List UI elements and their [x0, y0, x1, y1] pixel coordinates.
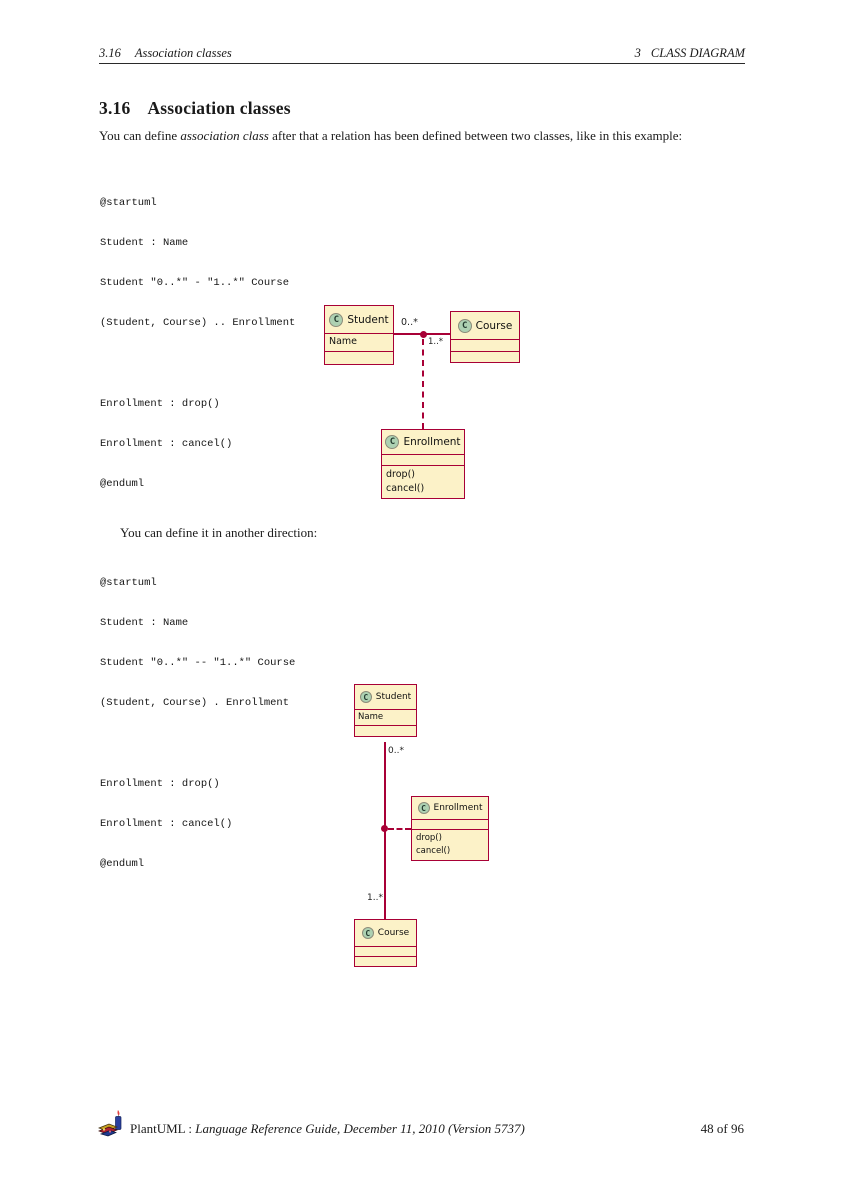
methods-compartment: drop() cancel(): [412, 829, 488, 860]
class-name: Enrollment: [403, 436, 461, 448]
uml-class-title: C Course: [355, 920, 416, 946]
class-stereotype-icon: C: [457, 318, 472, 333]
code-line: Enrollment : drop(): [100, 397, 220, 410]
association-class-dashed-link: [388, 828, 411, 830]
header-right: 3 CLASS DIAGRAM: [635, 46, 745, 61]
page-header: 3.16 Association classes 3 CLASS DIAGRAM: [99, 46, 745, 64]
code-line: @enduml: [100, 478, 145, 491]
class-stereotype-icon: C: [359, 691, 372, 703]
code-line: (Student, Course) .. Enrollment: [100, 317, 296, 330]
code-line: [100, 358, 295, 371]
multiplicity-label: 0..*: [401, 317, 418, 328]
section-number: 3.16: [99, 98, 131, 118]
plantuml-logo-icon: [98, 1110, 122, 1137]
code-line: [100, 738, 295, 751]
multiplicity-label: 1..*: [367, 893, 383, 903]
uml-class-enrollment-1: C Enrollment drop() cancel(): [381, 429, 465, 499]
code-line: Student "0..*" -- "1..*" Course: [100, 657, 296, 670]
empty-compartment: [451, 339, 519, 351]
class-stereotype-icon: C: [361, 927, 374, 939]
uml-class-student-2: C Student Name: [354, 684, 417, 737]
class-name: Student: [347, 313, 389, 326]
class-method: drop(): [416, 833, 442, 843]
code-block-2: @startuml Student : Name Student "0..*" …: [100, 550, 295, 899]
empty-compartment: [355, 956, 416, 966]
code-line: Enrollment : cancel(): [100, 438, 233, 451]
association-anchor-dot: [420, 331, 427, 338]
association-anchor-dot: [381, 825, 388, 832]
code-line: @startuml: [100, 196, 157, 209]
footer-doc-title: Language Reference Guide, December 11, 2…: [195, 1121, 525, 1136]
empty-compartment: [412, 819, 488, 829]
association-class-dashed-link: [422, 339, 424, 429]
empty-compartment: [355, 725, 416, 736]
code-line: Enrollment : cancel(): [100, 818, 233, 831]
class-name: Course: [377, 928, 410, 938]
class-method: cancel(): [386, 483, 425, 494]
class-attribute: Name: [325, 333, 393, 351]
uml-class-enrollment-2: C Enrollment drop() cancel(): [411, 796, 489, 861]
multiplicity-label: 1..*: [428, 337, 444, 347]
class-name: Course: [475, 319, 513, 332]
class-name: Enrollment: [433, 803, 483, 813]
intro-post: after that a relation has been defined b…: [268, 128, 683, 143]
uml-class-title: C Enrollment: [382, 430, 464, 454]
class-method: drop(): [386, 469, 415, 480]
header-right-title: CLASS DIAGRAM: [650, 46, 745, 60]
uml-class-course-1: C Course: [450, 311, 520, 363]
section-heading: 3.16 Association classes: [99, 98, 291, 119]
uml-class-title: C Enrollment: [412, 797, 488, 819]
class-stereotype-icon: C: [329, 312, 344, 327]
empty-compartment: [382, 454, 464, 465]
multiplicity-label: 0..*: [388, 746, 404, 756]
class-attribute: Name: [355, 709, 416, 725]
uml-class-course-2: C Course: [354, 919, 417, 967]
header-right-number: 3: [634, 46, 641, 60]
second-paragraph: You can define it in another direction:: [120, 525, 318, 540]
code-line: (Student, Course) . Enrollment: [100, 697, 290, 710]
code-line: @enduml: [100, 858, 145, 871]
footer-citation: PlantUML : Language Reference Guide, Dec…: [130, 1121, 525, 1137]
code-line: @startuml: [100, 576, 157, 589]
class-method: cancel(): [416, 846, 451, 856]
uml-class-title: C Course: [451, 312, 519, 339]
footer-brand: PlantUML :: [130, 1121, 192, 1136]
class-stereotype-icon: C: [385, 435, 400, 449]
class-stereotype-icon: C: [417, 802, 430, 814]
header-left: 3.16 Association classes: [99, 46, 232, 61]
code-line: Student : Name: [100, 237, 189, 250]
methods-compartment: drop() cancel(): [382, 465, 464, 498]
intro-italic-term: association class: [180, 128, 269, 143]
uml-class-student-1: C Student Name: [324, 305, 394, 365]
intro-paragraph: You can define association class after t…: [99, 128, 745, 145]
empty-compartment: [325, 351, 393, 364]
uml-class-title: C Student: [325, 306, 393, 333]
empty-compartment: [355, 946, 416, 956]
class-name: Student: [375, 692, 412, 702]
uml-class-title: C Student: [355, 685, 416, 709]
section-title: Association classes: [147, 98, 291, 118]
header-left-title: Association classes: [134, 46, 232, 60]
code-block-1: @startuml Student : Name Student "0..*" …: [100, 170, 295, 519]
code-line: Enrollment : drop(): [100, 777, 220, 790]
empty-compartment: [451, 351, 519, 362]
code-line: Student "0..*" - "1..*" Course: [100, 277, 290, 290]
code-line: Student : Name: [100, 617, 189, 630]
intro-pre: You can define: [99, 128, 181, 143]
page-number: 48 of 96: [700, 1121, 744, 1136]
header-left-number: 3.16: [99, 46, 121, 60]
